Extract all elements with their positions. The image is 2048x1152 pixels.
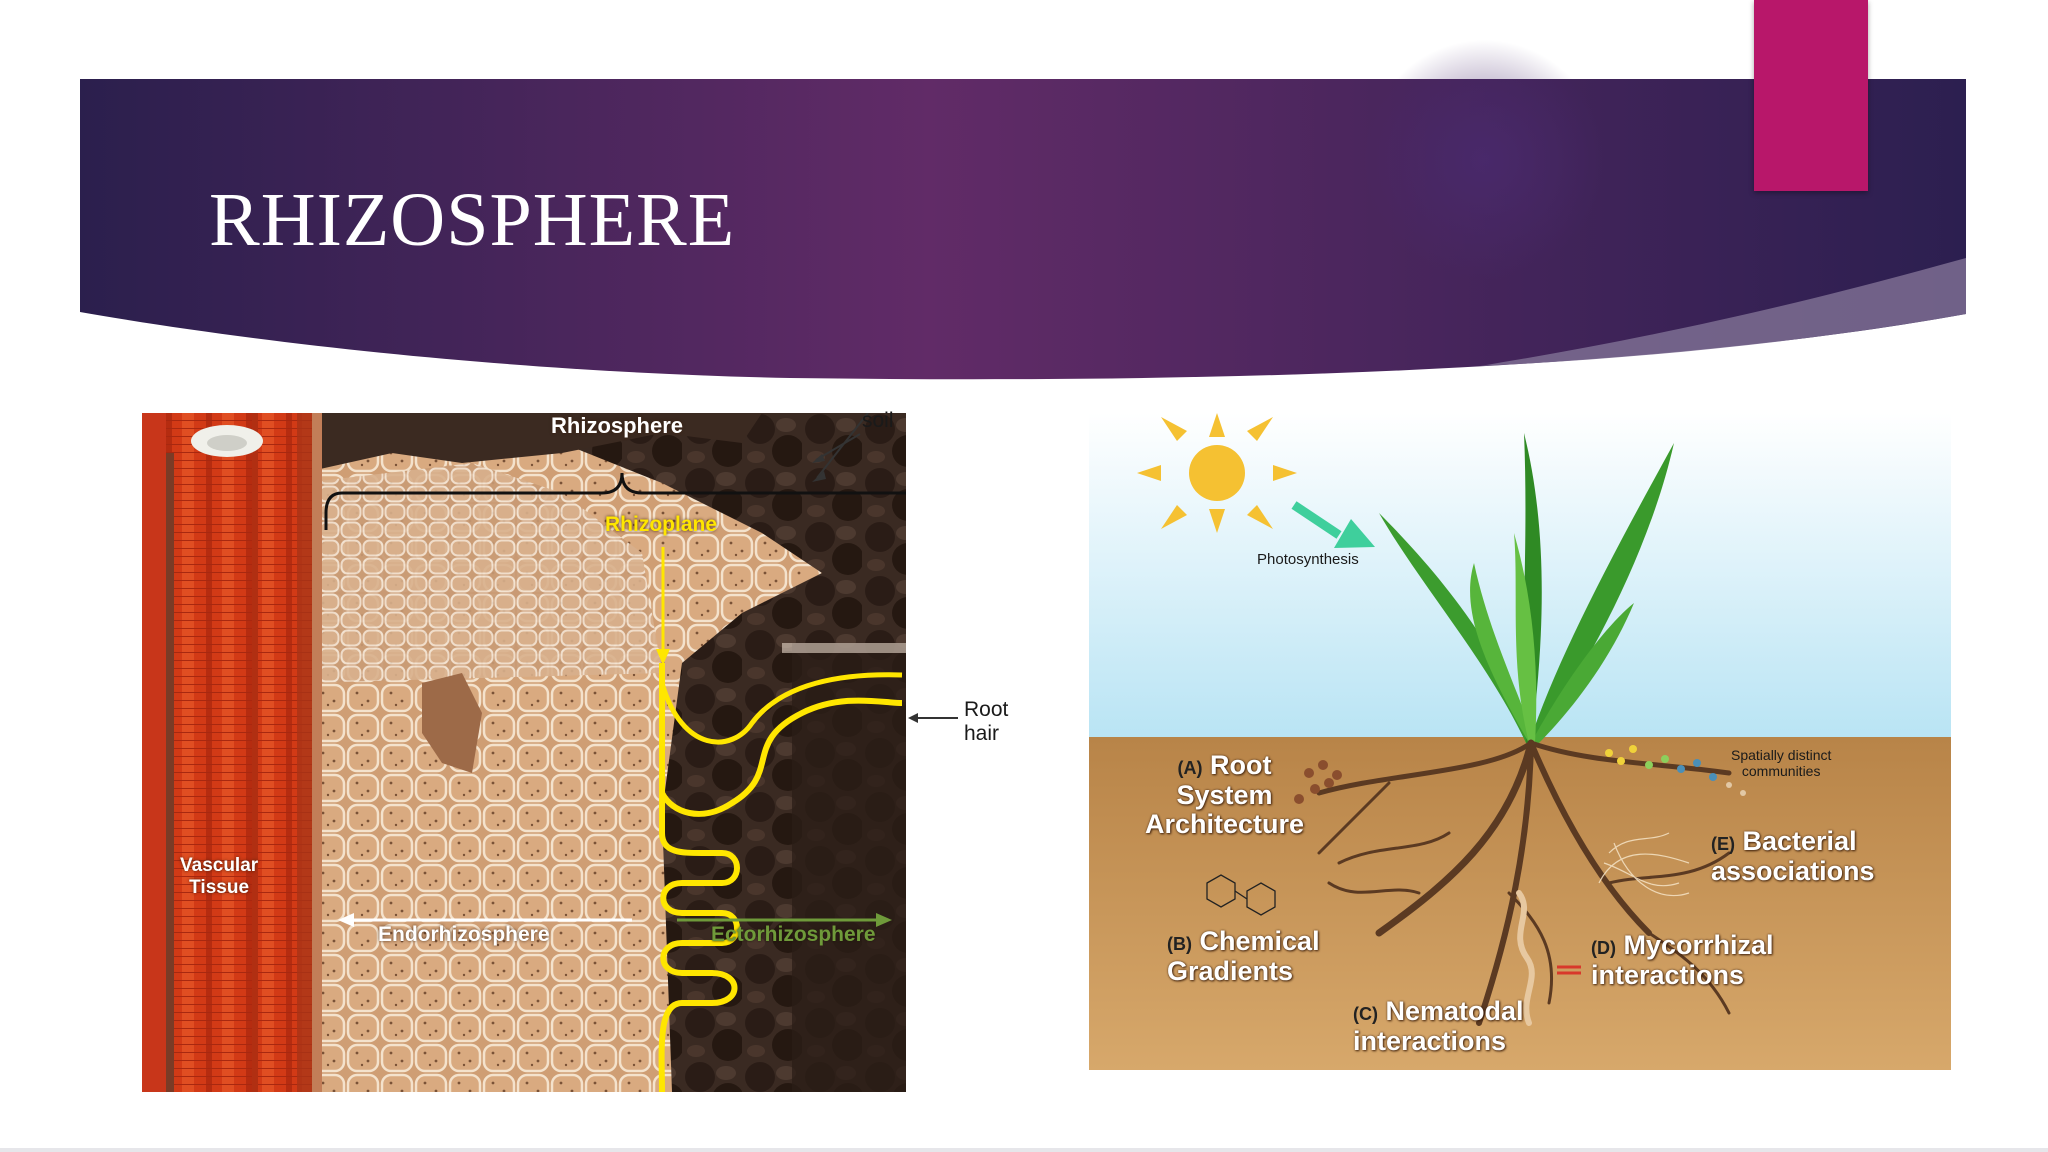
label-vascular-tissue: Vascular Tissue <box>180 855 259 898</box>
tag-d: (D) <box>1591 938 1616 958</box>
plant-root-interactions-figure: Photosynthesis Spatially distinct commun… <box>1089 413 1951 1070</box>
slide-title: RHIZOSPHERE <box>209 178 736 262</box>
exchange-arrows-icon <box>1557 965 1581 975</box>
root-hair-arrow <box>908 713 958 723</box>
roots-icon <box>1316 739 1732 1026</box>
title-banner <box>80 40 1966 380</box>
tag-b: (B) <box>1167 934 1192 954</box>
label-endorhizosphere: Endorhizosphere <box>378 923 550 946</box>
label-nematodal-interactions: (C) Nematodal interactions <box>1353 996 1524 1056</box>
label-root-hair: Root hair <box>964 698 1009 746</box>
molecule-icon <box>1206 874 1276 916</box>
tag-c: (C) <box>1353 1004 1378 1024</box>
label-root-system-architecture: (A) Root System Architecture <box>1145 750 1305 840</box>
sun-icon <box>1137 413 1297 533</box>
tag-a: (A) <box>1177 758 1203 778</box>
label-bacterial-associations: (E) Bacterial associations <box>1711 826 1875 886</box>
plant-root-illustration <box>1089 413 1951 1070</box>
label-photosynthesis: Photosynthesis <box>1257 551 1359 568</box>
text-root-system-architecture: Root System Architecture <box>1145 750 1305 840</box>
label-mycorrhizal-interactions: (D) Mycorrhizal interactions <box>1591 930 1774 990</box>
accent-tab <box>1754 0 1868 191</box>
text-nematodal-interactions: Nematodal interactions <box>1353 996 1524 1056</box>
label-rhizosphere: Rhizosphere <box>551 413 684 438</box>
root-cross-section-figure: Rhizosphere Rhizoplane Vascular Tissue E… <box>142 413 906 1092</box>
text-mycorrhizal-interactions: Mycorrhizal interactions <box>1591 930 1774 990</box>
text-chemical-gradients: Chemical Gradients <box>1167 926 1320 986</box>
tag-e: (E) <box>1711 834 1735 854</box>
bottom-divider <box>0 1148 2048 1152</box>
label-rhizoplane: Rhizoplane <box>605 513 718 536</box>
label-spatially-distinct: Spatially distinct communities <box>1731 747 1832 780</box>
soil-arrow <box>812 433 861 463</box>
label-chemical-gradients: (B) Chemical Gradients <box>1167 926 1320 986</box>
plant-leaves-icon <box>1379 433 1674 745</box>
label-ectorhizosphere: Ectorhizosphere <box>711 923 876 946</box>
root-cross-section-illustration <box>142 413 906 1092</box>
text-bacterial-associations: Bacterial associations <box>1711 826 1875 886</box>
label-soil: soil <box>862 409 894 432</box>
